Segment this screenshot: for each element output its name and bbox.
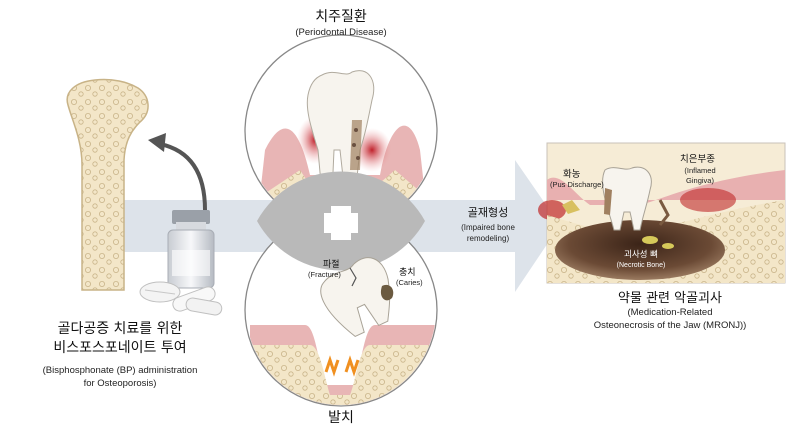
necrotic-bone-sublabel: (Necrotic Bone)	[616, 262, 666, 269]
necrotic-bone-label: 괴사성 뼈	[624, 250, 658, 260]
extraction-title: 발치	[328, 410, 354, 426]
bp-subtitle-line1: (Bisphosphonate (BP) administration	[42, 365, 198, 376]
gingiva-sublabel-line1: (Inflamed	[684, 166, 716, 175]
femur-illustration	[66, 78, 149, 291]
bp-subtitle-line2: for Osteoporosis)	[83, 378, 157, 389]
mronj-title: 약물 관련 악골괴사	[618, 291, 722, 306]
fracture-sublabel: (Fracture)	[308, 270, 341, 279]
pus-sublabel: (Pus Discharge)	[550, 180, 604, 189]
bp-subtitle: (Bisphosphonate (BP) administration for …	[0, 364, 240, 390]
caries-label: 충치	[399, 268, 416, 278]
remodeling-subtitle-line2: remodeling)	[466, 234, 510, 243]
gingiva-sublabel-line2: Gingiva)	[686, 176, 714, 185]
pus-label: 화농	[563, 169, 581, 180]
gingiva-label: 치은부종	[680, 154, 715, 165]
gingiva-sublabel: (Inflamed Gingiva)	[675, 166, 725, 186]
caries-sublabel: (Caries)	[396, 278, 423, 287]
bp-title-line1: 골다공증 치료를 위한	[57, 321, 183, 337]
periodontal-subtitle: (Periodontal Disease)	[295, 27, 387, 38]
mronj-subtitle: (Medication-Related Osteonecrosis of the…	[540, 306, 800, 332]
bp-title: 골다공증 치료를 위한 비스포스포네이트 투여	[0, 320, 240, 358]
mronj-panel	[538, 142, 786, 284]
periodontal-title: 치주질환	[315, 9, 367, 25]
bp-title-line2: 비스포스포네이트 투여	[53, 340, 187, 356]
pills	[139, 281, 223, 316]
curved-arrow	[159, 142, 207, 211]
mronj-subtitle-line1: (Medication-Related	[627, 307, 713, 318]
drug-vial	[167, 210, 215, 289]
fracture-label: 파절	[323, 260, 340, 270]
remodeling-subtitle: (Impaired bone remodeling)	[445, 222, 531, 244]
remodeling-title: 골재형성	[467, 206, 509, 219]
remodeling-subtitle-line1: (Impaired bone	[461, 223, 515, 232]
mronj-subtitle-line2: Osteonecrosis of the Jaw (MRONJ))	[593, 320, 747, 331]
